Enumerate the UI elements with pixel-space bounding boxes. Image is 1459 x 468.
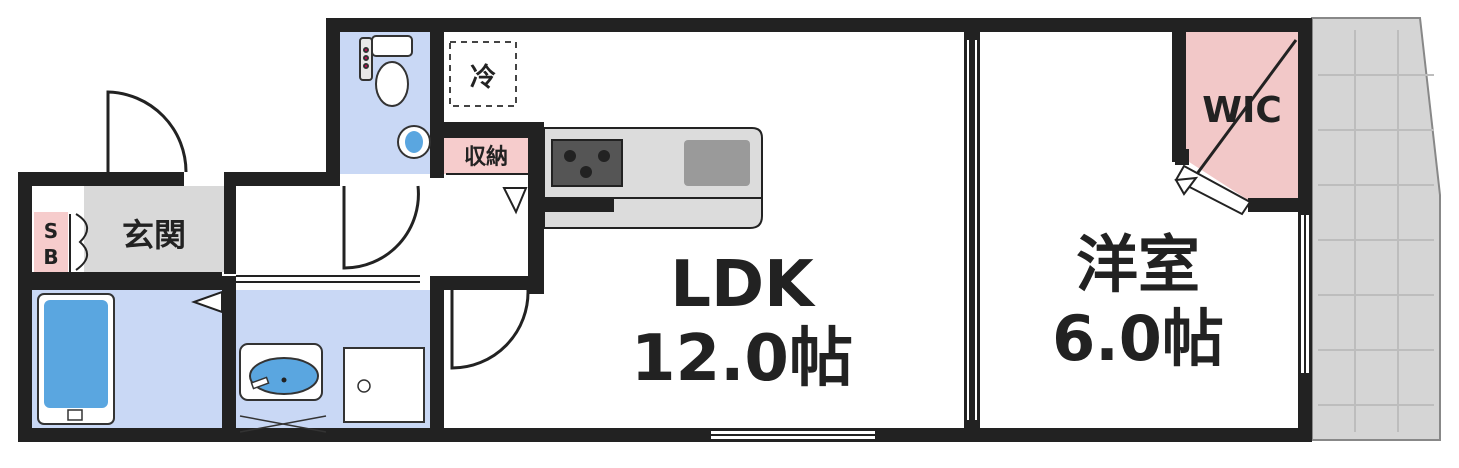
shoe-box-label-b: B bbox=[43, 245, 58, 269]
windows bbox=[709, 213, 1311, 441]
door-swing-icon bbox=[106, 90, 530, 370]
entrance-floor bbox=[84, 186, 224, 272]
kitchen-sink-icon bbox=[684, 140, 750, 186]
shoe-box-door bbox=[69, 213, 88, 272]
ldk-size: 12.0帖 bbox=[631, 322, 853, 396]
fridge-space: 冷 bbox=[449, 41, 517, 107]
ldk-name: LDK bbox=[670, 248, 816, 322]
wic-label: WIC bbox=[1202, 90, 1282, 131]
fridge-label: 冷 bbox=[470, 62, 496, 93]
ventilation bbox=[239, 415, 327, 433]
shoe-box-label-s: S bbox=[44, 219, 58, 243]
bathtub-icon bbox=[37, 293, 115, 425]
shoe-box bbox=[34, 212, 68, 272]
sliding-door bbox=[967, 40, 977, 420]
western-room-name: 洋室 bbox=[1076, 228, 1200, 301]
kitchen-counter bbox=[543, 127, 763, 229]
toilet-icon bbox=[359, 35, 413, 107]
wic-door bbox=[1174, 39, 1298, 216]
stove-icon bbox=[551, 139, 623, 187]
toilet-hand-sink-icon bbox=[397, 125, 431, 159]
storage-label: 収納 bbox=[464, 144, 508, 170]
storage-area bbox=[444, 138, 528, 174]
western-room-size: 6.0帖 bbox=[1052, 302, 1224, 375]
entrance-label: 玄関 bbox=[122, 216, 186, 254]
sink-icon bbox=[239, 343, 323, 401]
hall-details bbox=[191, 173, 528, 314]
washer-pan-icon bbox=[343, 347, 425, 423]
balcony bbox=[1311, 17, 1441, 441]
